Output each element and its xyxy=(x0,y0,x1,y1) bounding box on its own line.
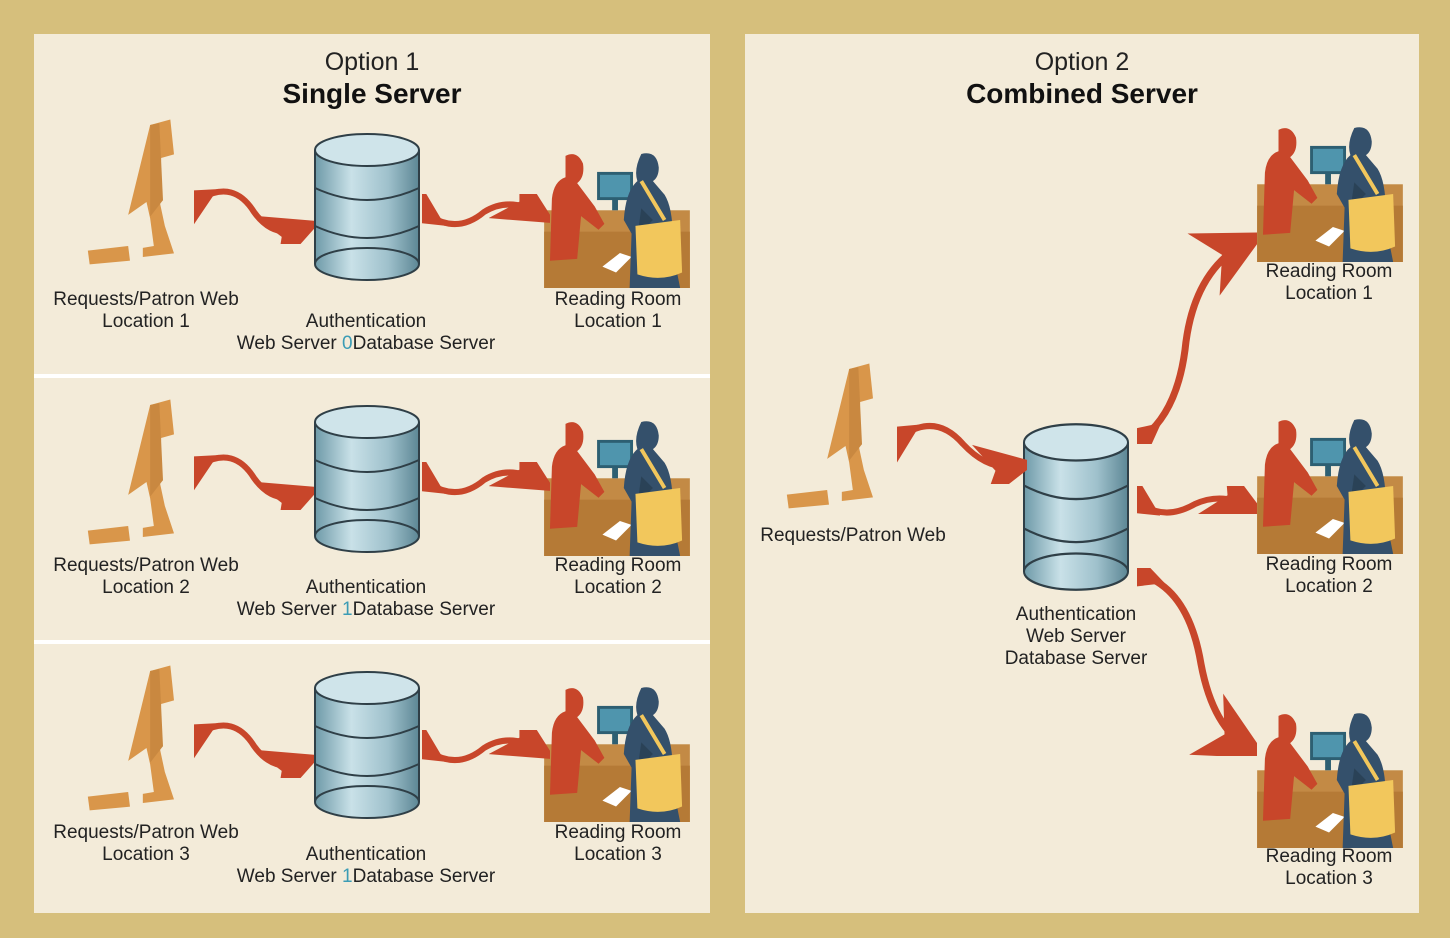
row-divider xyxy=(34,640,710,644)
double-arrow-icon xyxy=(422,730,550,763)
double-arrow-icon xyxy=(1137,232,1257,444)
double-arrow-icon xyxy=(422,194,550,227)
server-label: Authentication Web Server 0Database Serv… xyxy=(236,311,496,354)
double-arrow-icon xyxy=(422,462,550,495)
server-label: Authentication Web Server 1Database Serv… xyxy=(236,844,496,887)
row-divider xyxy=(34,374,710,378)
reading-room-icon xyxy=(1257,712,1403,848)
monitor-icon xyxy=(86,116,196,266)
database-cylinder-icon xyxy=(312,132,422,282)
database-cylinder-icon xyxy=(312,670,422,820)
reading-room-label: Reading Room Location 1 xyxy=(554,289,682,332)
reading-room-label: Reading Room Location 1 xyxy=(1265,261,1393,304)
monitor-icon xyxy=(86,396,196,546)
option1-panel: Option 1 Single Server Requests/Patron W… xyxy=(34,34,710,913)
reading-room-label: Reading Room Location 2 xyxy=(1265,554,1393,597)
option2-title: Combined Server xyxy=(966,78,1198,109)
double-arrow-icon xyxy=(897,423,1027,484)
reading-room-icon xyxy=(1257,418,1403,554)
double-arrow-icon xyxy=(194,454,314,510)
reading-room-icon xyxy=(544,686,690,822)
monitor-icon xyxy=(86,662,196,812)
database-cylinder-icon xyxy=(1021,422,1131,592)
patron-web-label: Requests/Patron Web Location 3 xyxy=(53,822,239,865)
option1-title: Single Server xyxy=(282,78,462,109)
double-arrow-icon xyxy=(1137,486,1257,516)
reading-room-label: Reading Room Location 3 xyxy=(554,822,682,865)
option2-panel: Option 2 Combined Server Requests/Patron… xyxy=(745,34,1419,913)
double-arrow-icon xyxy=(194,188,314,244)
patron-web-label: Requests/Patron Web xyxy=(760,525,946,546)
reading-room-label: Reading Room Location 2 xyxy=(554,555,682,598)
option2-heading: Option 2 xyxy=(1034,48,1130,76)
reading-room-icon xyxy=(544,152,690,288)
monitor-icon xyxy=(785,360,895,510)
server-label: Authentication Web Server 1Database Serv… xyxy=(236,577,496,620)
reading-room-icon xyxy=(1257,126,1403,262)
option1-heading: Option 1 xyxy=(324,48,420,76)
database-cylinder-icon xyxy=(312,404,422,554)
double-arrow-icon xyxy=(194,722,314,778)
reading-room-icon xyxy=(544,420,690,556)
patron-web-label: Requests/Patron Web Location 2 xyxy=(53,555,239,598)
reading-room-label: Reading Room Location 3 xyxy=(1265,846,1393,889)
double-arrow-icon xyxy=(1137,568,1257,756)
patron-web-label: Requests/Patron Web Location 1 xyxy=(53,289,239,332)
server-label: Authentication Web Server Database Serve… xyxy=(1004,604,1148,669)
